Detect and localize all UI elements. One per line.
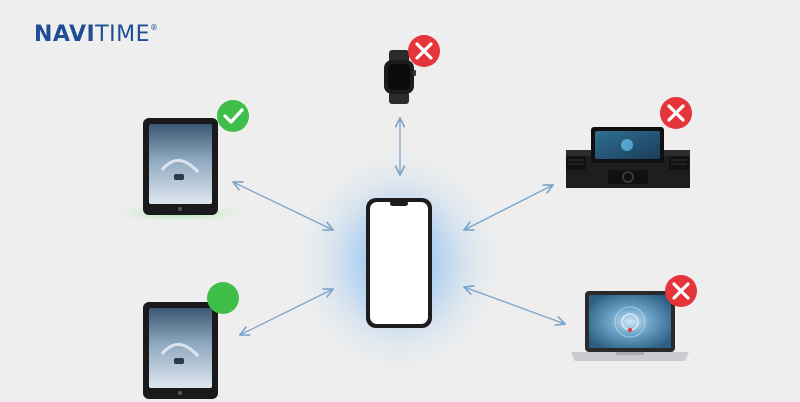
dot-icon xyxy=(207,282,239,314)
smartphone-icon xyxy=(366,198,432,328)
smartwatch-icon xyxy=(384,50,416,104)
car-dashboard-icon xyxy=(566,127,690,188)
x-icon xyxy=(665,275,697,307)
navitime-logo: NAVITIME® xyxy=(34,24,158,46)
arrow-tablet-bottom xyxy=(240,289,333,335)
x-icon xyxy=(660,97,692,129)
logo-part1: NAVI xyxy=(34,22,96,47)
tablet-icon xyxy=(143,302,218,399)
arrow-laptop xyxy=(464,287,565,324)
arrow-car xyxy=(464,185,553,230)
tablet-icon xyxy=(143,118,218,215)
logo-part2: TIME xyxy=(95,22,150,47)
logo-mark: ® xyxy=(149,23,159,32)
connection-arrows xyxy=(233,118,565,335)
laptop-icon xyxy=(571,291,689,361)
check-icon xyxy=(217,100,249,132)
arrow-tablet-top xyxy=(233,182,333,230)
x-icon xyxy=(408,35,440,67)
